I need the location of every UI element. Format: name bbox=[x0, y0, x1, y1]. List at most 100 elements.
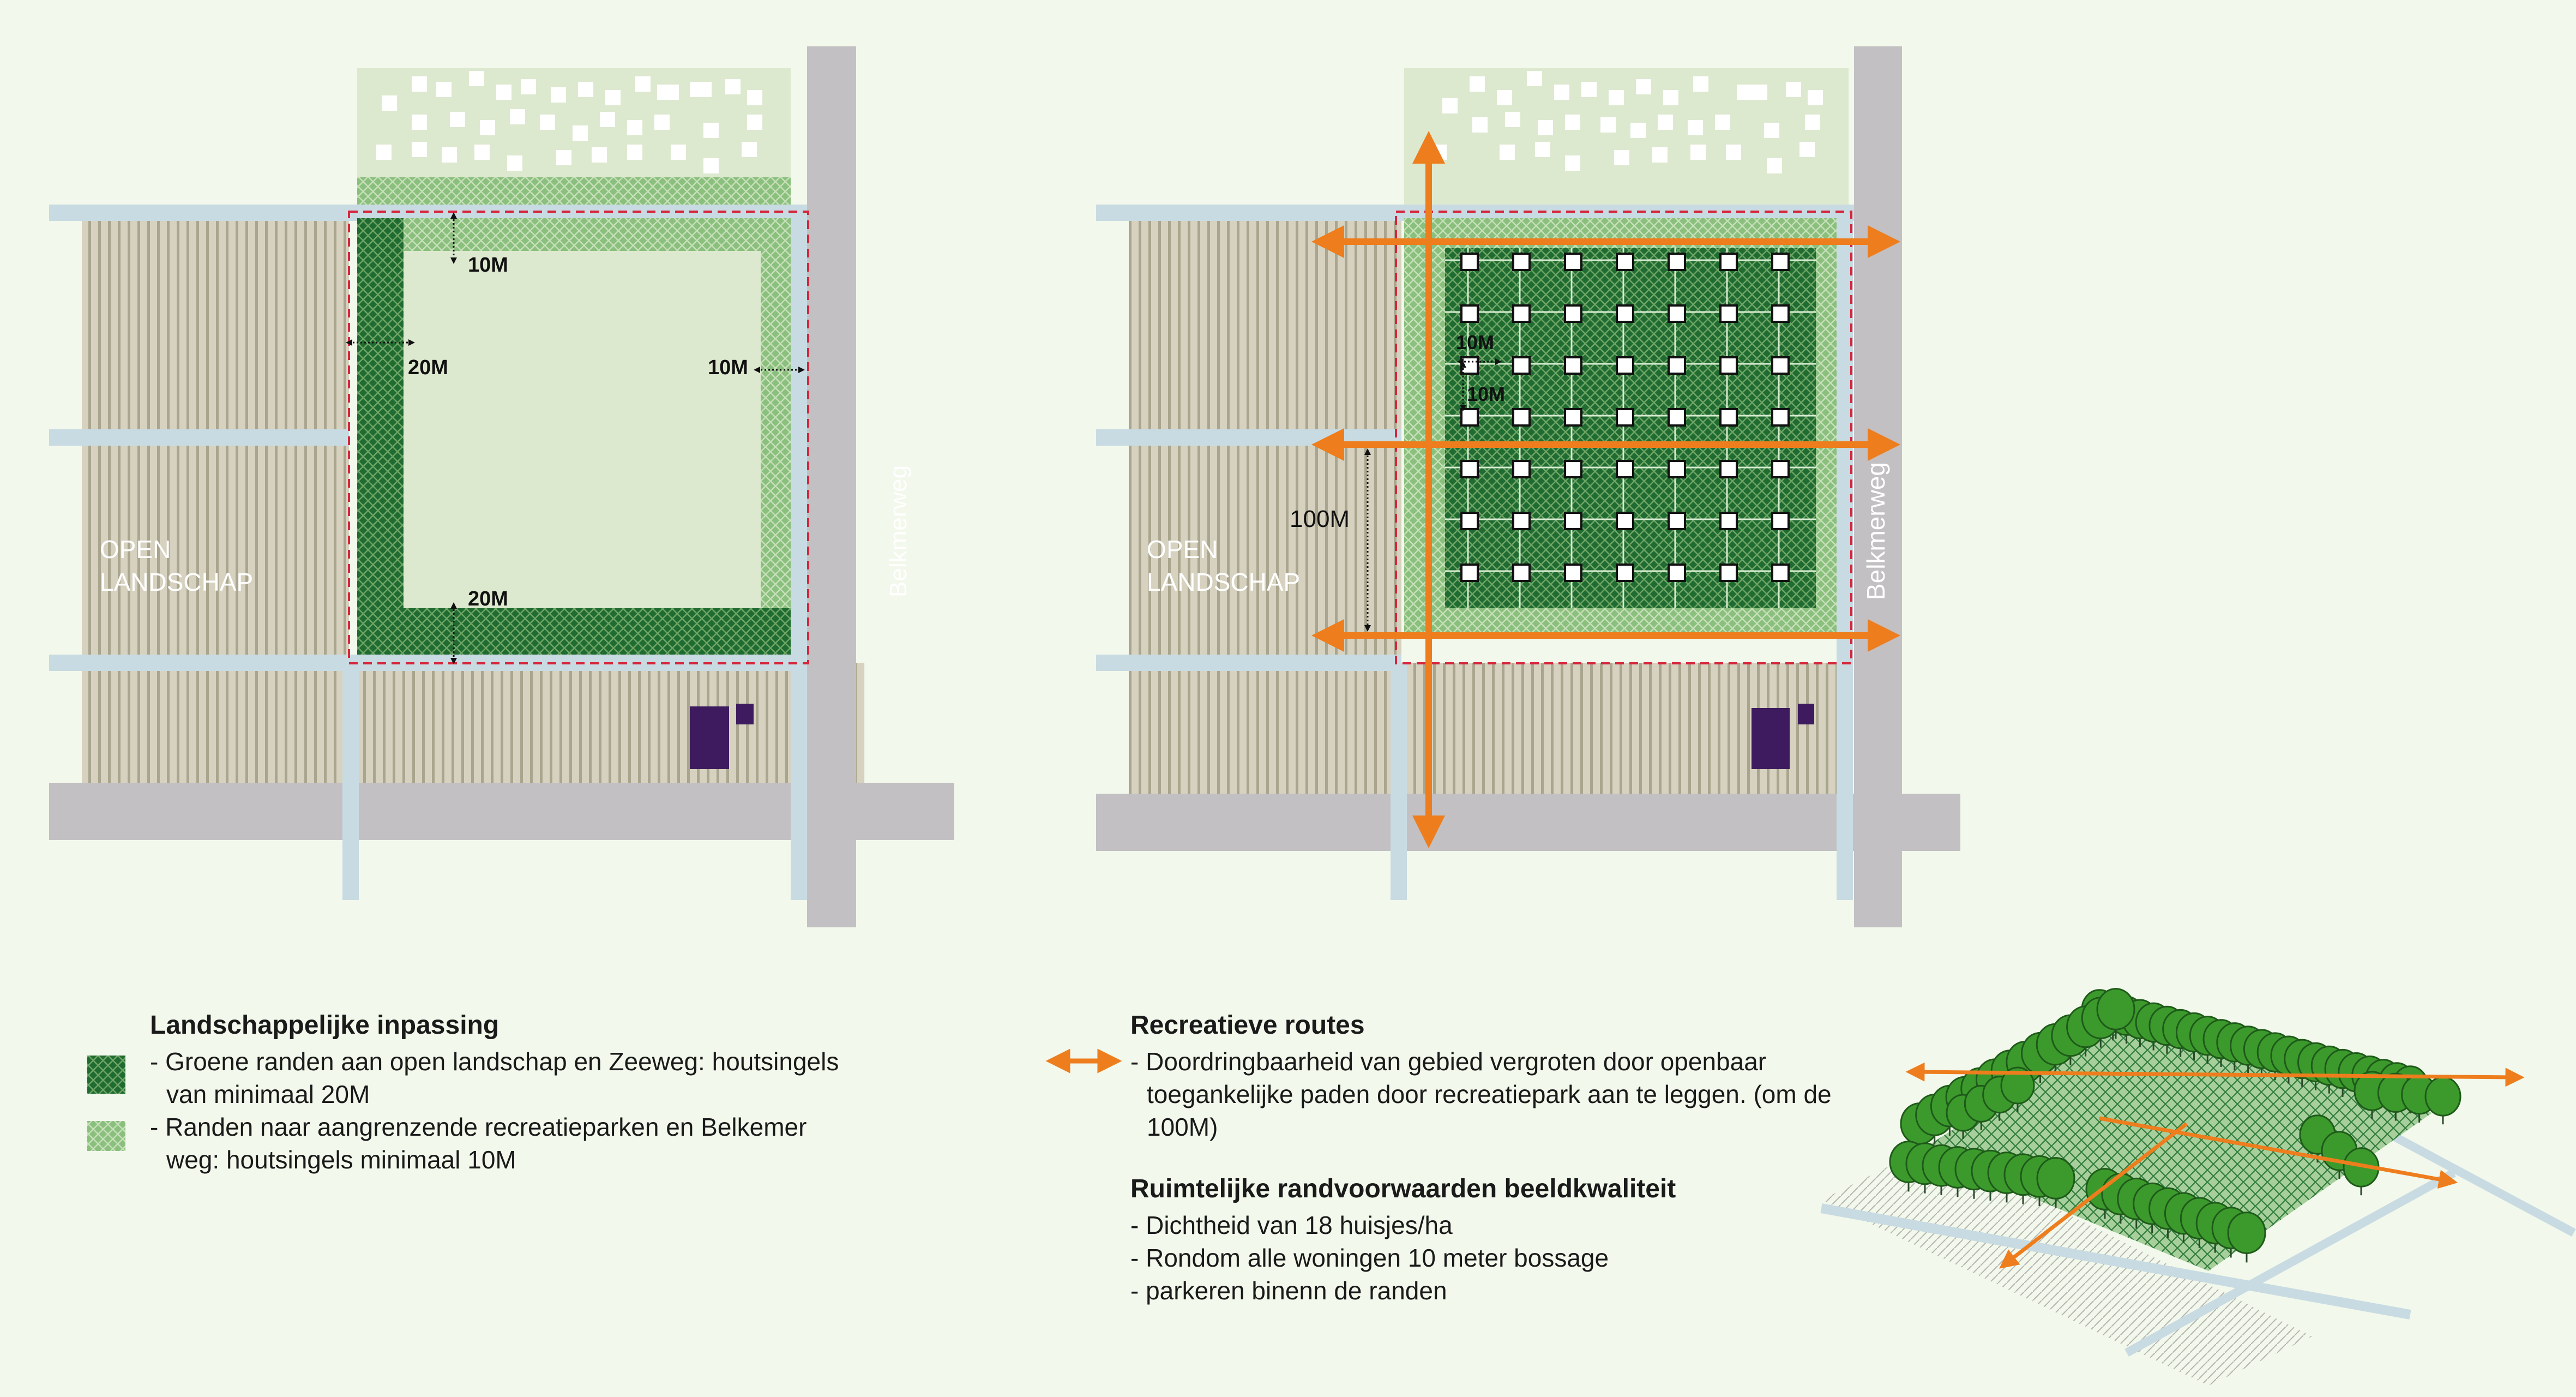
legend-beeldkwaliteit: Ruimtelijke randvoorwaarden beeldkwalite… bbox=[1130, 1173, 1839, 1307]
tree-crown bbox=[2424, 1076, 2461, 1117]
open-landschap-field bbox=[1129, 218, 1401, 794]
open-landschap-field bbox=[82, 218, 349, 783]
legend-title-landschap: Landschappelijke inpassing bbox=[150, 1011, 499, 1040]
path-vertical-right bbox=[791, 205, 807, 900]
legend-swatch-dark-green bbox=[87, 1056, 125, 1094]
park-house bbox=[1668, 304, 1686, 323]
park-house bbox=[1512, 512, 1531, 530]
park-house bbox=[1512, 460, 1531, 478]
iso-route-2 bbox=[1999, 1122, 2188, 1269]
park-house bbox=[1719, 408, 1738, 427]
park-house bbox=[1512, 304, 1531, 323]
belkmerweg-road bbox=[807, 46, 856, 927]
legend-title-routes: Recreatieve routes bbox=[1130, 1011, 1365, 1040]
park-house bbox=[1564, 512, 1582, 530]
dim-label-top: 10M bbox=[468, 254, 508, 277]
park-house bbox=[1771, 563, 1790, 582]
open-landschap-label: OPEN LANDSCHAP bbox=[1147, 535, 1300, 596]
park-house bbox=[1564, 304, 1582, 323]
park-house bbox=[1616, 253, 1634, 271]
legend-route-line1: - Doordringbaarheid van gebied vergroten… bbox=[1130, 1047, 1767, 1076]
open-landschap-line1: OPEN bbox=[1147, 535, 1218, 563]
park-house bbox=[1564, 460, 1582, 478]
inner-field bbox=[404, 251, 761, 608]
dim-label-right: 10M bbox=[708, 356, 748, 379]
green-edge-left bbox=[357, 218, 404, 655]
park-house bbox=[1771, 304, 1790, 323]
park-house bbox=[1564, 356, 1582, 375]
legend-item-1-line1: - Groene randen aan open landschap en Ze… bbox=[150, 1047, 839, 1076]
park-house bbox=[1616, 304, 1634, 323]
iso-road-1 bbox=[1820, 1203, 2411, 1320]
park-house bbox=[1460, 563, 1479, 582]
park-house bbox=[1668, 563, 1686, 582]
park-house bbox=[1719, 512, 1738, 530]
building-small bbox=[736, 704, 754, 724]
neighbour-park bbox=[1404, 68, 1849, 213]
park-house bbox=[1668, 460, 1686, 478]
legend-item-1-line2: van minimaal 20M bbox=[166, 1080, 370, 1108]
park-house bbox=[1512, 563, 1531, 582]
iso-road-2 bbox=[2124, 1168, 2456, 1357]
bottom-field bbox=[349, 663, 864, 783]
iso-field-hatch bbox=[1821, 1146, 2312, 1386]
iso-park-surface bbox=[1919, 1026, 2432, 1271]
legend-landschappelijke-inpassing: Landschappelijke inpassing - Groene rand… bbox=[150, 1009, 941, 1176]
iso-route-1 bbox=[1905, 1062, 2525, 1087]
map-left: 10M 20M 10M 20M OPEN LANDSCHAP Belkmerwe… bbox=[49, 46, 954, 927]
park-house bbox=[1564, 408, 1582, 427]
main-road-horizontal bbox=[1096, 794, 1960, 851]
legend-title-beeldkwaliteit: Ruimtelijke randvoorwaarden beeldkwalite… bbox=[1130, 1174, 1676, 1203]
road-name-label: Belkmerweg bbox=[885, 465, 912, 597]
building bbox=[690, 706, 729, 769]
dim-label-spacing-h: 10M bbox=[1456, 331, 1494, 353]
park-house bbox=[1564, 563, 1582, 582]
park-house bbox=[1719, 460, 1738, 478]
park-house bbox=[1564, 253, 1582, 271]
neighbour-houses bbox=[376, 71, 762, 173]
path-vertical-left bbox=[342, 663, 359, 900]
park-house bbox=[1460, 304, 1479, 323]
park-house bbox=[1616, 512, 1634, 530]
legend-route-line2: toegankelijke paden door recreatiepark a… bbox=[1147, 1080, 1832, 1108]
dim-label-left: 20M bbox=[408, 356, 448, 379]
park-house bbox=[1771, 460, 1790, 478]
open-landschap-line2: LANDSCHAP bbox=[1147, 568, 1300, 596]
park-house bbox=[1771, 512, 1790, 530]
park-house bbox=[1616, 408, 1634, 427]
park-house bbox=[1719, 304, 1738, 323]
plan-boundary bbox=[348, 211, 809, 664]
legend-item-2-line1: - Randen naar aangrenzende recreatiepark… bbox=[150, 1113, 807, 1141]
legend-beeld-item-3: - parkeren binenn de randen bbox=[1130, 1276, 1447, 1305]
legend-beeld-item-2: - Rondom alle woningen 10 meter bossage bbox=[1130, 1244, 1609, 1272]
park-house bbox=[1512, 356, 1531, 375]
legend-beeld-item-1: - Dichtheid van 18 huisjes/ha bbox=[1130, 1211, 1453, 1239]
dim-label-spacing-v: 10M bbox=[1467, 383, 1505, 405]
park-house bbox=[1668, 408, 1686, 427]
green-edge-bottom bbox=[357, 608, 791, 655]
legend-route-line3: 100M) bbox=[1147, 1113, 1218, 1141]
tree-crown bbox=[2036, 1157, 2075, 1200]
park-house bbox=[1719, 356, 1738, 375]
park-house bbox=[1512, 253, 1531, 271]
park-house bbox=[1616, 460, 1634, 478]
open-landschap-label: OPEN LANDSCHAP bbox=[100, 535, 253, 596]
park-house bbox=[1668, 253, 1686, 271]
park-house bbox=[1512, 408, 1531, 427]
path-vertical-left bbox=[1391, 663, 1407, 900]
building-small bbox=[1798, 704, 1814, 724]
legend-item-2-line2: weg: houtsingels minimaal 10M bbox=[166, 1146, 516, 1174]
dim-label-bottom: 20M bbox=[468, 587, 508, 610]
park-house bbox=[1460, 253, 1479, 271]
park-house bbox=[1460, 460, 1479, 478]
tree-crown bbox=[2227, 1212, 2266, 1254]
neighbour-edge bbox=[357, 177, 791, 205]
isometric-view bbox=[1820, 988, 2576, 1386]
tree-crown bbox=[2096, 988, 2135, 1030]
park-house bbox=[1668, 512, 1686, 530]
park-house bbox=[1771, 253, 1790, 271]
park-houses-area bbox=[1445, 248, 1816, 608]
road-name-label: Belkmerweg bbox=[1862, 462, 1890, 600]
park-house bbox=[1460, 408, 1479, 427]
belkmerweg-road bbox=[1854, 46, 1902, 927]
